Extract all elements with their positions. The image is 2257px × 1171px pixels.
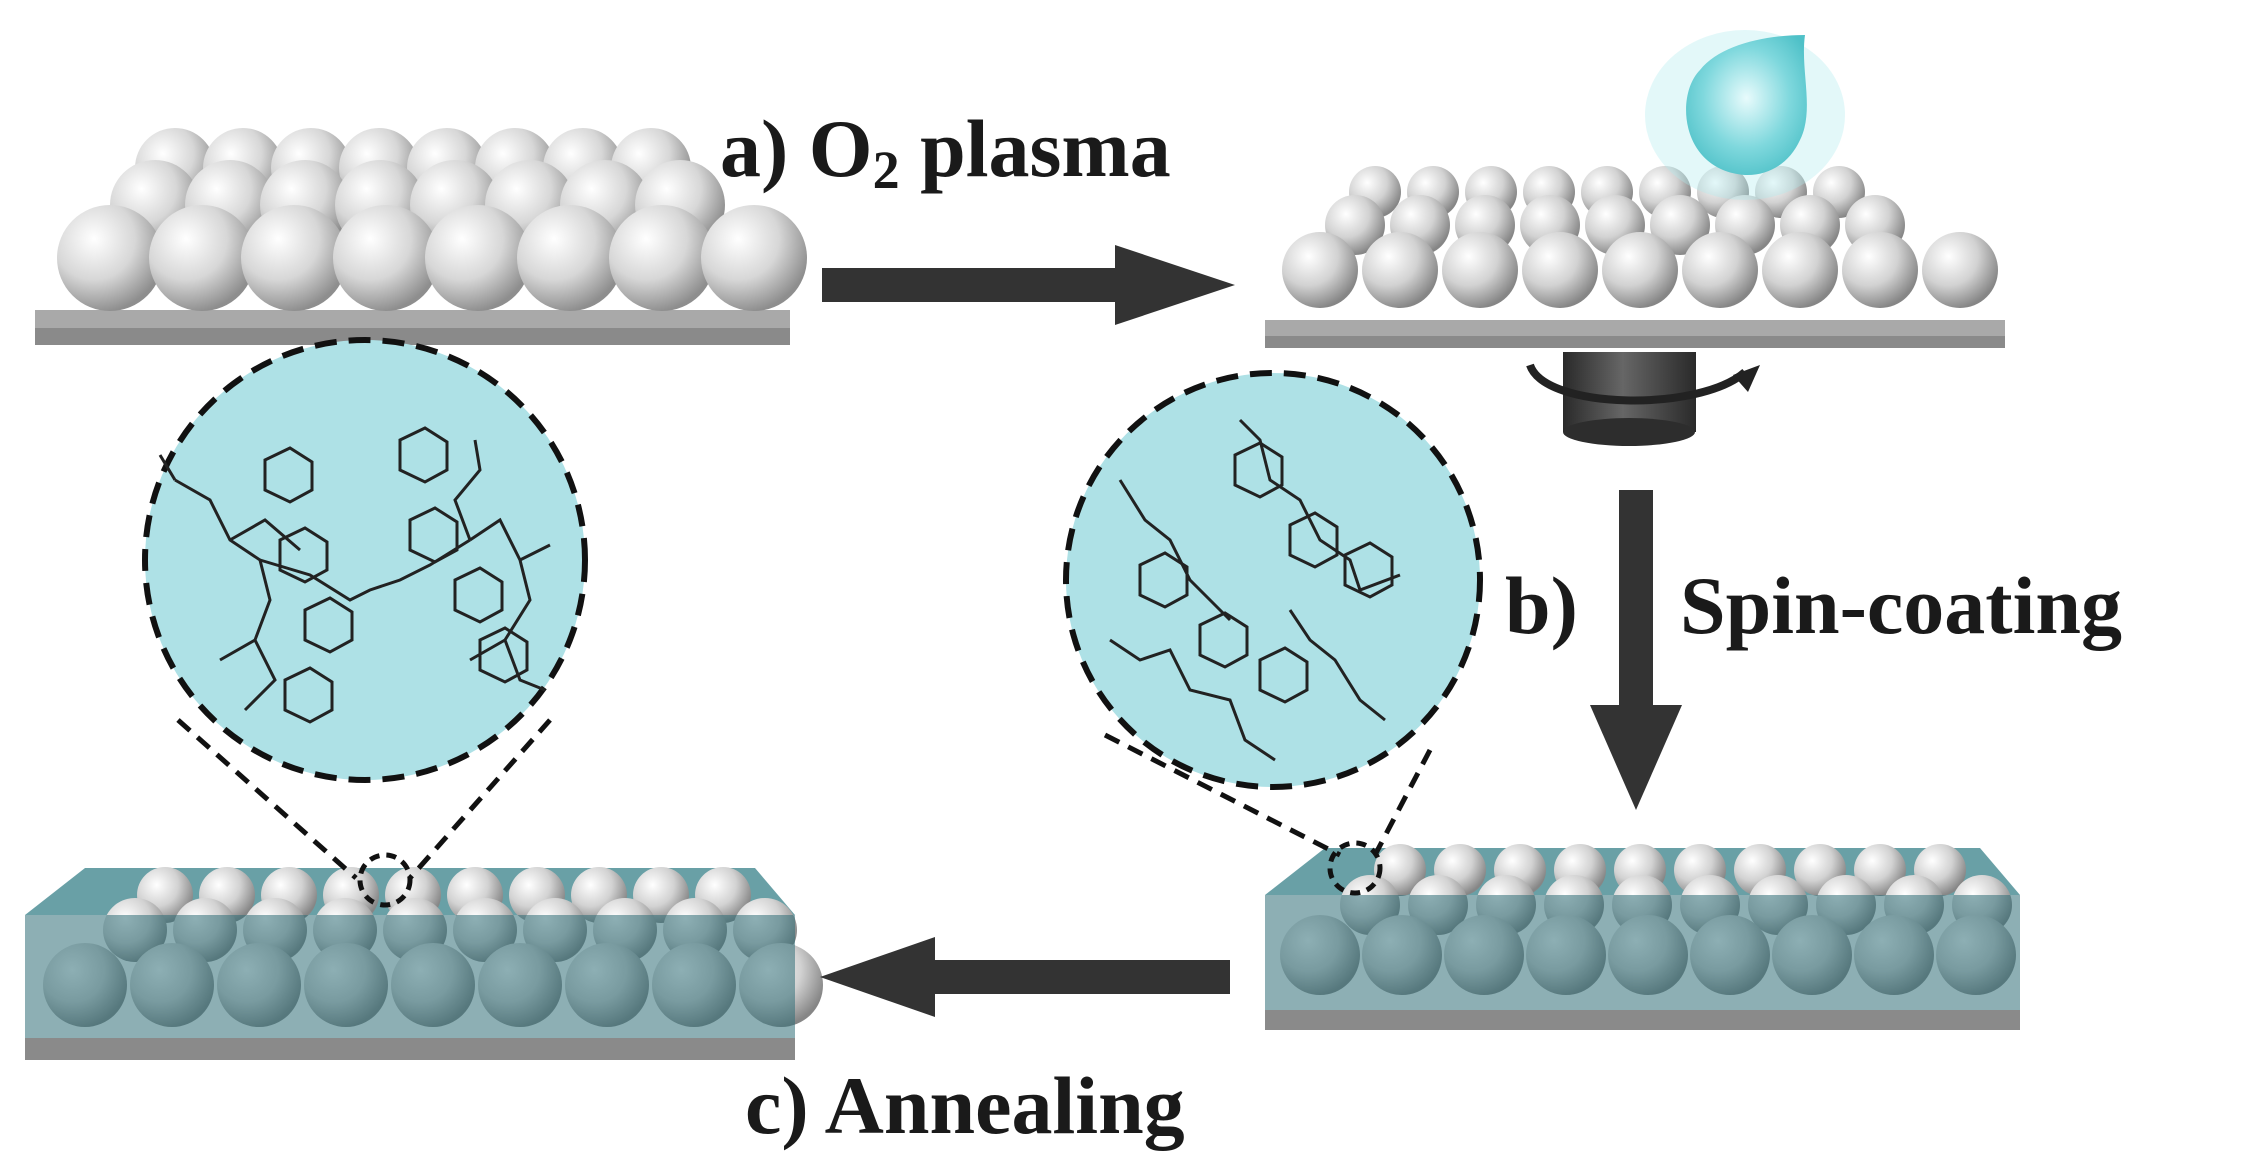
panel-initial-monolayer xyxy=(35,128,807,345)
sphere xyxy=(1442,232,1518,308)
sphere xyxy=(609,205,715,311)
step-b-label: Spin-coating xyxy=(1680,560,2122,651)
sphere xyxy=(1282,232,1358,308)
pyridine-ring-icon xyxy=(283,666,334,724)
substrate-side xyxy=(1265,336,2005,348)
pyridine-ring-icon xyxy=(1258,646,1309,704)
panel-spin-coated xyxy=(1265,844,2020,1030)
sphere xyxy=(1762,232,1838,308)
zoom-circle xyxy=(1063,370,1483,790)
pyridine-ring-icon xyxy=(278,526,329,584)
pyridine-polymer-structure xyxy=(1109,418,1401,762)
pyridine-ring-icon xyxy=(408,506,459,564)
pyridine-ring-icon xyxy=(1198,611,1249,669)
pyridine-ring-icon xyxy=(1343,541,1394,599)
pyridine-ring-icon xyxy=(263,446,314,504)
sphere xyxy=(1854,844,1906,896)
sphere xyxy=(1682,232,1758,308)
zoom-spin-coated xyxy=(1063,370,1483,896)
substrate-side xyxy=(25,1038,795,1060)
crosslinked-polymer-structure xyxy=(158,426,551,724)
sphere xyxy=(701,205,807,311)
sphere-array xyxy=(1282,166,1998,308)
step-a-suffix: plasma xyxy=(899,103,1171,194)
polymer-front xyxy=(25,915,795,1038)
sphere-array xyxy=(57,128,807,311)
sphere xyxy=(1362,232,1438,308)
pyridine-ring-icon xyxy=(303,596,354,654)
droplet-icon xyxy=(1645,30,1845,200)
sphere xyxy=(333,205,439,311)
pyridine-ring-icon xyxy=(398,426,449,484)
pyridine-ring-icon xyxy=(1138,551,1189,609)
substrate-top xyxy=(1265,320,2005,336)
spin-arrow-icon xyxy=(1590,490,1682,810)
zoom-annealed xyxy=(142,337,588,908)
substrate-side xyxy=(35,328,790,345)
pyridine-ring-icon xyxy=(1233,441,1284,499)
sphere xyxy=(425,205,531,311)
sphere xyxy=(1602,232,1678,308)
pyridine-ring-icon xyxy=(478,626,529,684)
step-a-prefix: a) O xyxy=(720,103,873,194)
rotation-arrow-icon xyxy=(1526,363,1760,405)
sphere xyxy=(57,205,163,311)
substrate-side xyxy=(1265,1010,2020,1030)
panel-etched-monolayer xyxy=(1265,30,2005,446)
sphere xyxy=(1522,232,1598,308)
step-b-prefix-label: b) xyxy=(1505,560,1578,651)
plasma-arrow-icon xyxy=(822,245,1235,325)
sphere xyxy=(1842,232,1918,308)
polymer-front xyxy=(1265,895,2020,1010)
sphere xyxy=(1922,232,1998,308)
sphere xyxy=(241,205,347,311)
step-c-label: c) Annealing xyxy=(745,1060,1185,1151)
substrate-top xyxy=(35,310,790,328)
step-a-label: a) O2 plasma xyxy=(720,108,1171,198)
step-a-subscript: 2 xyxy=(872,140,900,200)
spin-chuck-icon xyxy=(1563,352,1696,446)
pyridine-ring-icon xyxy=(1288,511,1339,569)
sphere xyxy=(149,205,255,311)
panel-annealed xyxy=(25,867,823,1060)
anneal-arrow-icon xyxy=(820,937,1230,1017)
zoom-circle xyxy=(142,337,588,783)
sphere xyxy=(517,205,623,311)
sphere xyxy=(1650,195,1710,255)
pyridine-ring-icon xyxy=(453,566,504,624)
